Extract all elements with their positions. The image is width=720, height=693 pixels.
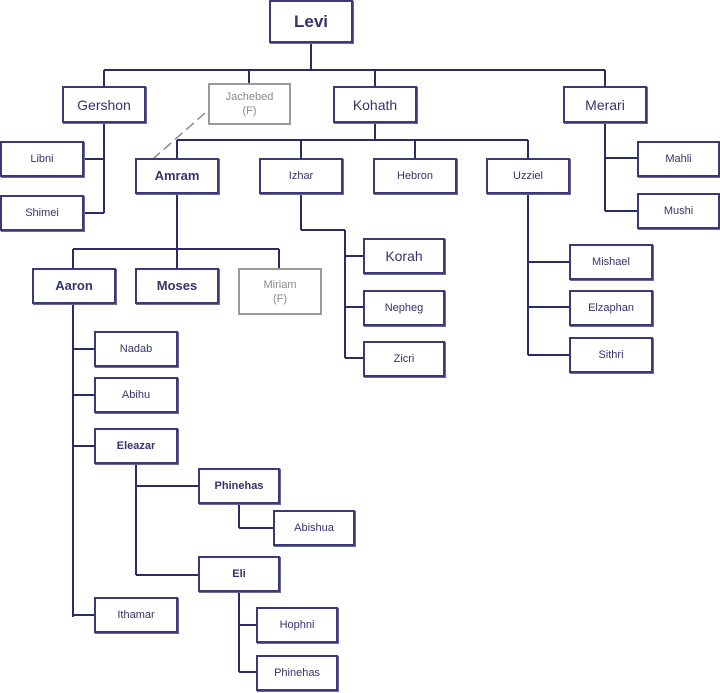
- person-libni: Libni: [0, 141, 84, 177]
- person-sithri: Sithri: [569, 337, 653, 373]
- person-name: Levi: [293, 11, 329, 31]
- person-name: Zicri: [393, 353, 415, 365]
- person-abihu: Abihu: [94, 377, 178, 413]
- person-name: Shimei: [25, 207, 59, 219]
- person-amram: Amram: [135, 158, 219, 194]
- person-eli: Eli: [198, 556, 280, 592]
- person-name: Gershon: [77, 96, 131, 113]
- person-name: Mahli: [665, 153, 692, 165]
- person-name: Libni: [30, 153, 54, 165]
- person-name: Moses: [156, 278, 198, 293]
- person-name: Amram: [154, 168, 200, 183]
- person-korah: Korah: [363, 238, 445, 274]
- person-jachebed: Jachebed (F): [208, 83, 291, 125]
- person-phinehas: Phinehas: [198, 468, 280, 504]
- person-name: Nadab: [119, 343, 153, 355]
- person-name: Jachebed (F): [225, 91, 274, 117]
- person-shimei: Shimei: [0, 195, 84, 231]
- person-name: Kohath: [352, 96, 398, 113]
- person-kohath: Kohath: [333, 86, 417, 123]
- person-name: Korah: [385, 248, 423, 264]
- person-name: Eleazar: [116, 440, 156, 452]
- person-name: Aaron: [55, 278, 93, 293]
- person-abishua: Abishua: [273, 510, 355, 546]
- person-hebron: Hebron: [373, 158, 457, 194]
- person-name: Hophni: [279, 619, 315, 631]
- person-name: Nepheg: [384, 302, 424, 314]
- person-elzaphan: Elzaphan: [569, 290, 653, 326]
- person-gershon: Gershon: [62, 86, 146, 123]
- person-mushi: Mushi: [637, 193, 720, 229]
- person-merari: Merari: [563, 86, 647, 123]
- person-zicri: Zicri: [363, 341, 445, 377]
- person-uzziel: Uzziel: [486, 158, 570, 194]
- person-name: Phinehas: [214, 480, 264, 492]
- person-mishael: Mishael: [569, 244, 653, 280]
- person-name: Elzaphan: [588, 302, 634, 314]
- person-name: Sithri: [598, 349, 624, 361]
- person-nadab: Nadab: [94, 331, 178, 367]
- person-eleazar: Eleazar: [94, 428, 178, 464]
- person-moses: Moses: [135, 268, 219, 304]
- person-miriam: Miriam (F): [238, 268, 322, 315]
- person-name: Mushi: [663, 205, 694, 217]
- person-name: Mishael: [592, 256, 630, 268]
- person-name: Miriam (F): [263, 278, 297, 305]
- person-name: Abihu: [121, 389, 151, 401]
- person-name: Hebron: [396, 170, 434, 182]
- person-mahli: Mahli: [637, 141, 720, 177]
- person-aaron: Aaron: [32, 268, 116, 304]
- person-hophni: Hophni: [256, 607, 338, 643]
- person-name: Eli: [232, 568, 246, 580]
- person-ithamar: Ithamar: [94, 597, 178, 633]
- person-name: Izhar: [288, 170, 314, 182]
- person-name: Ithamar: [117, 609, 155, 621]
- person-phinehas2: Phinehas: [256, 655, 338, 691]
- person-name: Merari: [585, 96, 625, 113]
- person-name: Uzziel: [513, 170, 543, 182]
- person-izhar: Izhar: [259, 158, 343, 194]
- person-name: Abishua: [294, 522, 334, 534]
- person-levi: Levi: [269, 0, 353, 43]
- person-name: Phinehas: [274, 667, 320, 679]
- person-nepheg: Nepheg: [363, 290, 445, 326]
